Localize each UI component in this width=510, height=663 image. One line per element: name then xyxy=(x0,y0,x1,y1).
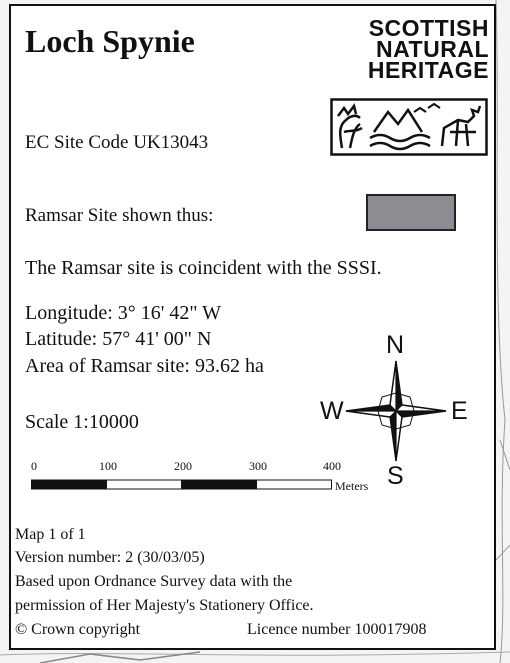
site-code: EC Site Code UK13043 xyxy=(25,132,209,153)
map-title: Loch Spynie xyxy=(25,23,195,59)
compass-north: N xyxy=(386,331,405,359)
snh-logo: SCOTTISH NATURAL HERITAGE xyxy=(327,15,489,156)
scale-tick-400: 400 xyxy=(323,459,341,473)
legend-label: Ramsar Site shown thus: xyxy=(25,205,214,226)
compass-east: E xyxy=(451,397,468,425)
snh-emblem-icon xyxy=(330,98,488,156)
scale-tick-300: 300 xyxy=(249,459,267,473)
ramsar-site-swatch xyxy=(366,194,456,231)
snh-logo-text-3: HERITAGE xyxy=(367,57,489,83)
version-number: Version number: 2 (30/03/05) xyxy=(15,549,205,566)
source-line-2: permission of Her Majesty's Stationery O… xyxy=(15,597,314,614)
compass-west: W xyxy=(320,397,344,425)
map-info-panel: Loch Spynie SCOTTISH NATURAL HERITAGE EC… xyxy=(9,4,496,650)
scale-tick-100: 100 xyxy=(99,459,117,473)
scale-unit: Meters xyxy=(335,479,369,493)
compass-south: S xyxy=(387,462,404,490)
copyright: © Crown copyright xyxy=(15,621,141,638)
scale-bar-graphic xyxy=(31,479,332,490)
snh-logo-text-2: NATURAL xyxy=(376,36,489,62)
map-number: Map 1 of 1 xyxy=(15,526,86,543)
licence-number: Licence number 100017908 xyxy=(247,621,427,638)
compass-rose: N S E W xyxy=(316,331,476,496)
area: Area of Ramsar site: 93.62 ha xyxy=(25,355,264,377)
snh-logo-text-1: SCOTTISH xyxy=(368,15,489,41)
compass-star-icon xyxy=(345,360,447,462)
source-line-1: Based upon Ordnance Survey data with the xyxy=(15,573,293,590)
scale-tick-0: 0 xyxy=(31,459,37,473)
longitude: Longitude: 3° 16' 42" W xyxy=(25,302,222,324)
scale-tick-200: 200 xyxy=(174,459,192,473)
scale-text: Scale 1:10000 xyxy=(25,411,139,433)
coincident-note: The Ramsar site is coincident with the S… xyxy=(25,257,382,279)
latitude: Latitude: 57° 41' 00" N xyxy=(25,328,212,350)
